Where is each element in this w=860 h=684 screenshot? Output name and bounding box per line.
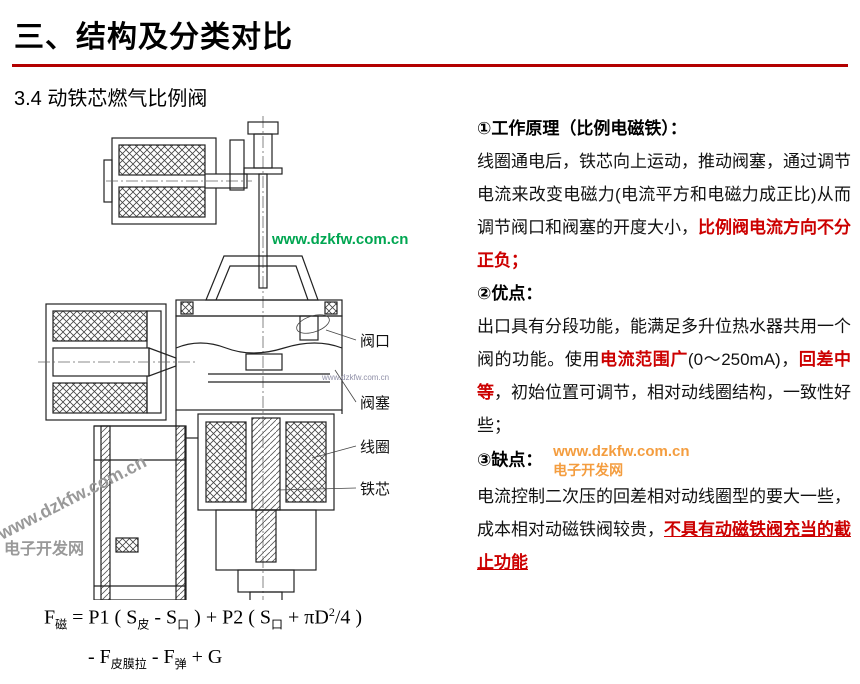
- bottom-coil-left: [205, 421, 247, 503]
- text-segment: 2: [328, 605, 335, 619]
- seal-block: [115, 537, 139, 553]
- text-segment: 皮膜拉: [110, 656, 147, 671]
- text-segment: - F: [146, 645, 175, 668]
- watermark-green: www.dzkfw.com.cn: [271, 231, 408, 248]
- valve-bonnet: [205, 255, 319, 301]
- section1-body: 线圈通电后，铁芯向上运动，推动阀塞，通过调节电流来改变电磁力(电流平方和电磁力成…: [477, 145, 851, 277]
- formula-line-2: - F皮膜拉 - F弹 + G: [88, 643, 362, 678]
- section-subtitle: 3.4 动铁芯燃气比例阀: [14, 88, 208, 110]
- left-coil-upper: [52, 310, 148, 342]
- text-segment: (0～250mA)，: [687, 350, 799, 369]
- label-core: 铁芯: [360, 481, 390, 498]
- magnetic-force-formula: F磁 = P1 ( S皮 - S口 ) + P2 ( S口 + πD2/4 ) …: [44, 598, 362, 678]
- label-valve-port: 阀口: [360, 333, 390, 350]
- page-title: 三、结构及分类对比: [14, 21, 293, 54]
- section2-heading: ②优点：: [477, 284, 543, 303]
- left-plunger-tip: [148, 347, 177, 377]
- text-segment: = P1 ( S: [67, 606, 138, 629]
- valve-body: [175, 315, 343, 411]
- mounting-flange: [175, 299, 343, 317]
- watermark-rotated: www.dzkfw.com.cn: [0, 451, 150, 544]
- text-segment: ) + P2 ( S: [189, 606, 272, 629]
- flange-bolt-left: [180, 301, 194, 315]
- text-segment: 不具有动磁铁阀充当的截止功能: [477, 520, 851, 572]
- title-divider-rule: [12, 64, 848, 67]
- label-valve-plug: 阀塞: [360, 394, 390, 412]
- leader-lines: [277, 329, 357, 491]
- valve-port-callout: [296, 314, 330, 334]
- watermark-site-name: 电子开发网: [4, 539, 84, 558]
- left-outlet-cylinder: [93, 425, 187, 601]
- watermark-orange-url: www.dzkfw.com.cn: [553, 443, 690, 460]
- text-segment: 口: [271, 617, 284, 632]
- valve-cross-section-diagram: 阀口 阀塞 线圈 铁芯 www.dzkfw.com.cn www.dzkfw.c…: [0, 116, 408, 608]
- flange-bolt-right: [324, 301, 338, 315]
- text-segment: + G: [186, 645, 223, 668]
- diaphragm: [175, 342, 343, 354]
- left-coil-lower: [52, 382, 148, 414]
- section1-heading: ①工作原理（比例电磁铁）：: [477, 119, 687, 138]
- text-segment: 电流范围广: [600, 350, 688, 369]
- text-segment: 回差中等: [477, 350, 852, 402]
- valve-port-tube: [299, 315, 319, 341]
- section3-heading: ③缺点：: [477, 450, 543, 470]
- text-segment: F: [44, 606, 56, 629]
- text-segment: 出口具有分段功能，能满足多升位热水器共用一个阀的功能。使用: [477, 317, 851, 369]
- top-coil-upper: [118, 144, 206, 176]
- valve-diagram-area: 阀口 阀塞 线圈 铁芯 www.dzkfw.com.cn www.dzkfw.c…: [0, 108, 465, 608]
- valve-plug-shape: [245, 353, 283, 371]
- bottom-solenoid: [197, 413, 335, 605]
- text-segment: ，初始位置可调节，相对动线圈结构，一致性好些；: [477, 383, 851, 435]
- top-pilot-solenoid: [103, 137, 252, 225]
- top-coil-lower: [118, 186, 206, 218]
- label-coil: 线圈: [360, 439, 390, 456]
- text-segment: 磁: [55, 617, 68, 632]
- iron-core-extension: [255, 509, 277, 563]
- watermark-tiny: www.dzkfw.com.cn: [321, 373, 389, 382]
- text-segment: 线圈通电后，铁芯向上运动，推动阀塞，通过调节电流来改变电磁力(电流平方和电磁力成…: [477, 152, 851, 237]
- iron-core-shape: [251, 417, 281, 511]
- text-segment: - F: [88, 645, 111, 668]
- text-segment: /4 ): [334, 606, 363, 629]
- text-segment: - S: [149, 606, 178, 629]
- text-segment: 弹: [174, 656, 187, 671]
- top-stem-assembly: [229, 121, 283, 289]
- left-solenoid: [38, 303, 196, 421]
- right-text-column: ①工作原理（比例电磁铁）： 线圈通电后，铁芯向上运动，推动阀塞，通过调节电流来改…: [477, 112, 851, 579]
- watermark-orange-site: 电子开发网: [553, 462, 624, 478]
- section2-body: 出口具有分段功能，能满足多升位热水器共用一个阀的功能。使用电流范围广(0～250…: [477, 310, 851, 442]
- section3-heading-row: ③缺点： www.dzkfw.com.cn 电子开发网: [477, 442, 851, 480]
- watermark-orange-block: www.dzkfw.com.cn 电子开发网: [553, 442, 689, 480]
- text-segment: + πD: [283, 606, 329, 629]
- text-segment: 电流控制二次压的回差相对动线圈型的要大一些，成本相对动磁铁阀较贵，: [477, 487, 851, 539]
- text-segment: 比例阀电流方向不分正负；: [477, 218, 851, 270]
- section3-body: 电流控制二次压的回差相对动线圈型的要大一些，成本相对动磁铁阀较贵，不具有动磁铁阀…: [477, 480, 851, 579]
- valve-stem: [258, 173, 268, 289]
- text-segment: 口: [177, 617, 190, 632]
- formula-line-1: F磁 = P1 ( S皮 - S口 ) + P2 ( S口 + πD2/4 ): [44, 598, 362, 639]
- text-segment: 皮: [137, 617, 150, 632]
